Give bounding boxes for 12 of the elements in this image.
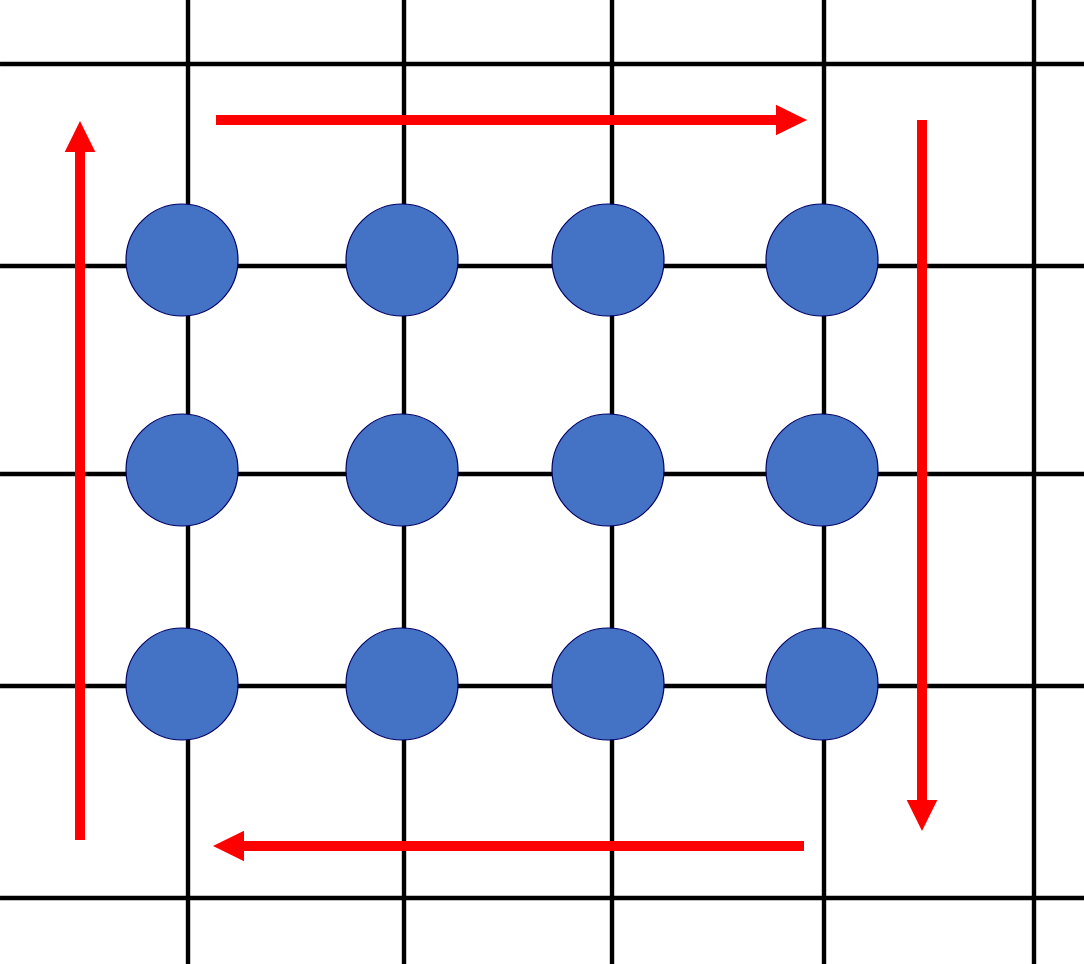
circle xyxy=(765,627,879,741)
circle xyxy=(345,203,459,317)
circle xyxy=(345,413,459,527)
circle xyxy=(125,203,239,317)
circle xyxy=(765,413,879,527)
circle xyxy=(345,627,459,741)
circle xyxy=(125,413,239,527)
circle xyxy=(551,627,665,741)
circle xyxy=(125,627,239,741)
circle xyxy=(551,413,665,527)
circle xyxy=(765,203,879,317)
circle xyxy=(551,203,665,317)
